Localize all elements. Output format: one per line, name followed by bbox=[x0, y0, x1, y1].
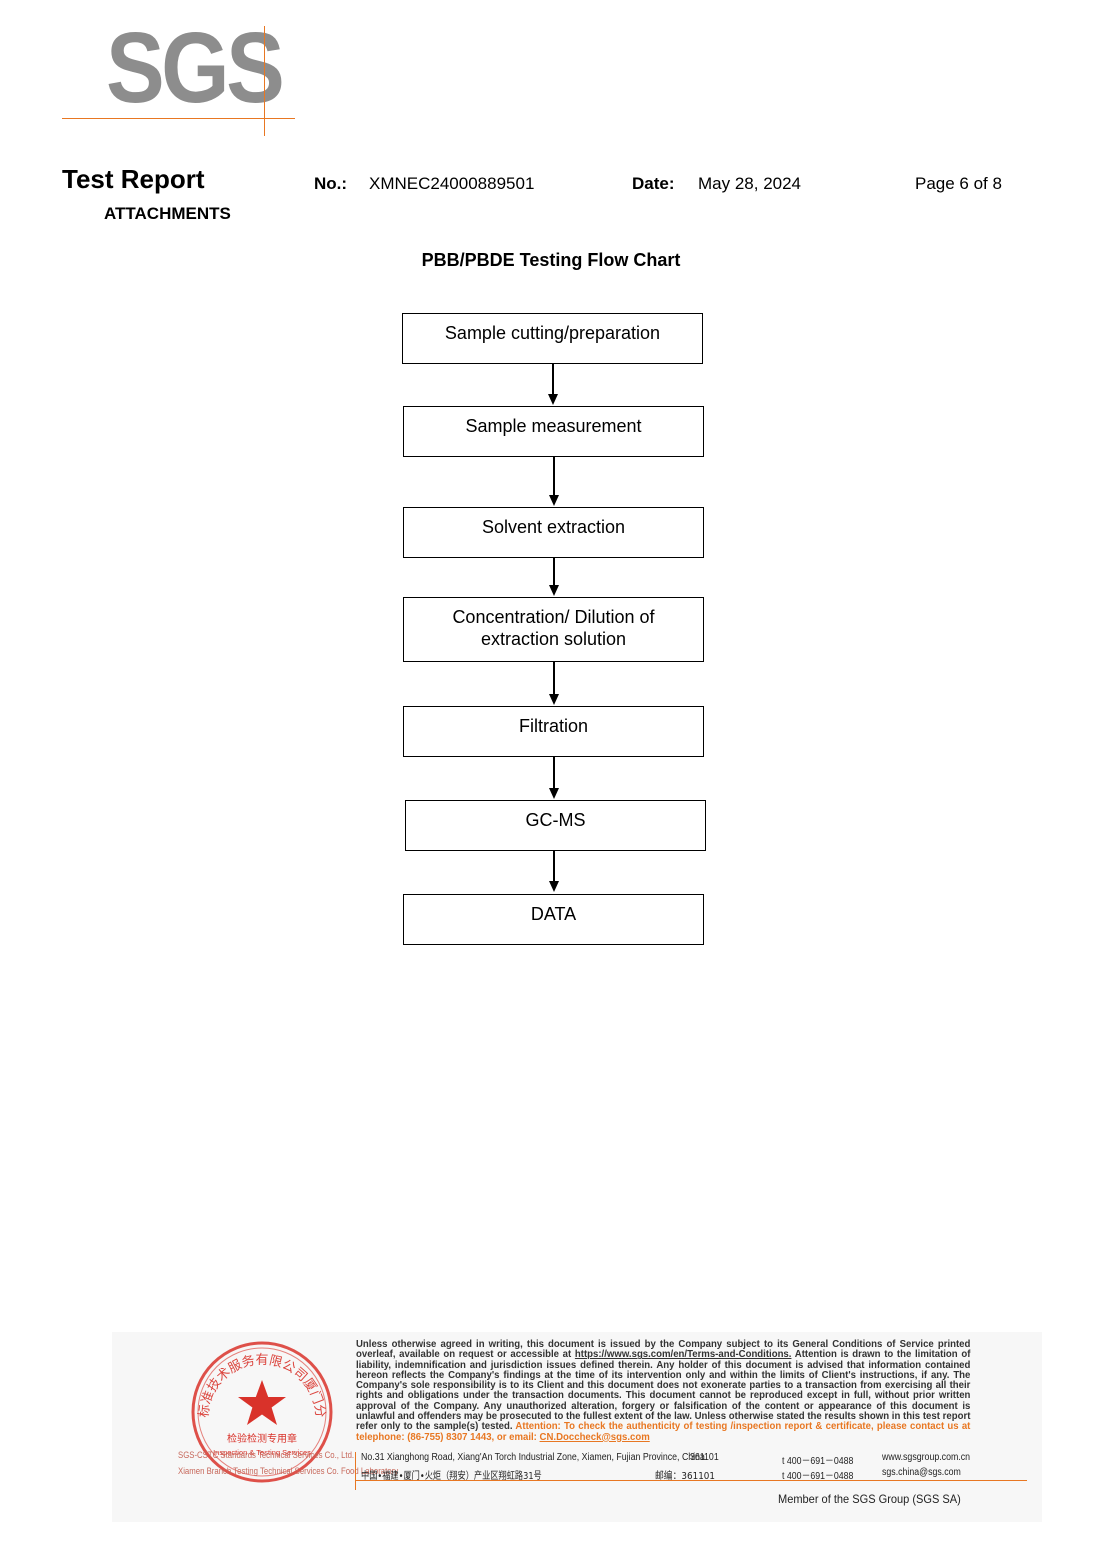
flow-step-concentration-dilution: Concentration/ Dilution of extraction so… bbox=[403, 597, 704, 662]
phone-line-2: t 400－691－0488 bbox=[782, 1471, 854, 1482]
flow-step-sample-measurement: Sample measurement bbox=[403, 406, 704, 457]
seal-caption-line2: Xiamen Branch Testing Technical Services… bbox=[178, 1466, 399, 1477]
report-subtitle: ATTACHMENTS bbox=[104, 204, 231, 223]
page-indicator: Page 6 of 8 bbox=[915, 174, 1002, 193]
flow-step-solvent-extraction: Solvent extraction bbox=[403, 507, 704, 558]
footer-panel bbox=[112, 1332, 1042, 1522]
seal-inner-en: Inspection & Testing Services bbox=[213, 1448, 311, 1457]
flow-step-label: Sample measurement bbox=[465, 416, 642, 436]
arrow-down-icon bbox=[549, 788, 559, 799]
flow-step-label: Sample cutting/preparation bbox=[444, 323, 661, 343]
authenticity-notice: Attention: To check the authenticity of … bbox=[356, 1421, 971, 1443]
address-english: No.31 Xianghong Road, Xiang'An Torch Ind… bbox=[361, 1452, 708, 1463]
postcode-chinese: 邮编：361101 bbox=[655, 1471, 716, 1482]
legal-disclaimer: Unless otherwise agreed in writing, this… bbox=[356, 1339, 971, 1443]
seal-inner-cn: 检验检测专用章 bbox=[227, 1432, 297, 1445]
arrow-down-icon bbox=[549, 881, 559, 892]
flow-step-label: DATA bbox=[530, 904, 577, 924]
flow-step-label: GC-MS bbox=[525, 810, 586, 830]
flow-connector bbox=[553, 662, 555, 695]
flow-connector bbox=[552, 364, 554, 395]
address-chinese: 中国•福建•厦门•火炬（翔安）产业区翔虹路31号 bbox=[361, 1471, 542, 1482]
flow-step-sample-preparation: Sample cutting/preparation bbox=[402, 313, 703, 364]
flow-step-label-line1: Concentration/ Dilution of bbox=[452, 607, 655, 627]
footer-vertical-rule bbox=[355, 1452, 356, 1490]
report-date-label: Date: bbox=[632, 174, 675, 193]
legal-text-end: Attention is drawn to the limitation of … bbox=[356, 1349, 971, 1433]
flow-step-data: DATA bbox=[403, 894, 704, 945]
seal-caption-line1: SGS-CSTC Standards Technical Services Co… bbox=[178, 1450, 355, 1461]
report-date-value: May 28, 2024 bbox=[698, 174, 802, 193]
postcode-english: 361101 bbox=[690, 1452, 719, 1463]
flow-connector bbox=[553, 851, 555, 882]
report-number-label: No.: bbox=[314, 174, 348, 193]
flow-step-label-line2: extraction solution bbox=[480, 629, 627, 649]
flow-connector bbox=[553, 457, 555, 496]
flow-step-filtration: Filtration bbox=[403, 706, 704, 757]
doccheck-email-link[interactable]: CN.Doccheck@sgs.com bbox=[539, 1431, 650, 1443]
phone-line-1: t 400－691－0488 bbox=[782, 1456, 854, 1467]
legal-text-start: Unless otherwise agreed in writing, this… bbox=[356, 1339, 971, 1361]
flow-connector bbox=[553, 558, 555, 586]
company-seal-stamp: 通标标准技术服务有限公司厦门分公司 检验检测专用章 Inspection & T… bbox=[190, 1340, 333, 1483]
report-number-value: XMNEC24000889501 bbox=[369, 174, 535, 193]
arrow-down-icon bbox=[549, 694, 559, 705]
logo-horizontal-rule bbox=[62, 118, 295, 119]
arrow-down-icon bbox=[548, 394, 558, 405]
arrow-down-icon bbox=[549, 495, 559, 506]
flow-step-label: Solvent extraction bbox=[481, 517, 626, 537]
flow-step-gc-ms: GC-MS bbox=[405, 800, 706, 851]
logo-vertical-rule bbox=[264, 26, 265, 136]
flowchart-title: PBB/PBDE Testing Flow Chart bbox=[421, 250, 681, 270]
sgs-logo: SGS bbox=[106, 12, 285, 124]
email-link[interactable]: sgs.china@sgs.com bbox=[882, 1467, 961, 1478]
arrow-down-icon bbox=[549, 585, 559, 596]
star-icon bbox=[238, 1380, 286, 1425]
flow-step-label: Filtration bbox=[518, 716, 589, 736]
website-link[interactable]: www.sgsgroup.com.cn bbox=[882, 1452, 971, 1463]
sgs-group-membership: Member of the SGS Group (SGS SA) bbox=[778, 1492, 961, 1506]
report-title: Test Report bbox=[62, 164, 205, 194]
terms-link[interactable]: https://www.sgs.com/en/Terms-and-Conditi… bbox=[574, 1349, 792, 1361]
flow-connector bbox=[553, 757, 555, 789]
footer-horizontal-rule bbox=[355, 1480, 1027, 1481]
